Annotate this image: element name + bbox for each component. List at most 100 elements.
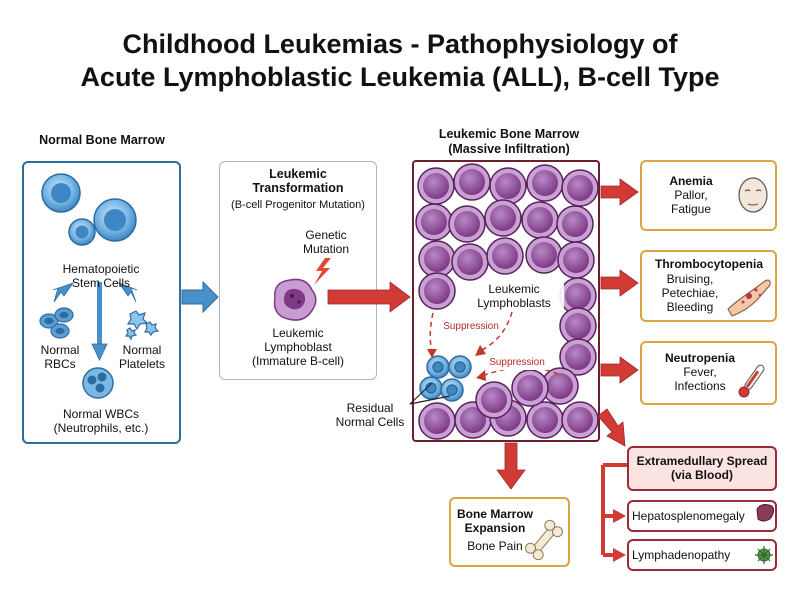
hepatosplenomegaly-box bbox=[627, 500, 777, 532]
leukemic-cell-nucleus bbox=[481, 387, 507, 413]
bone-marrow-expansion-title-line1: Bone Marrow bbox=[456, 507, 533, 521]
extramedullary-connector bbox=[601, 463, 627, 557]
leukemic-cell-nucleus bbox=[460, 407, 486, 433]
leukemic-cells-cluster bbox=[415, 163, 599, 440]
wbc-icon bbox=[82, 367, 114, 399]
wbc-label-line2: (Neutrophils, etc.) bbox=[53, 421, 149, 435]
wbc-label-line1: Normal WBCs bbox=[62, 407, 139, 421]
leukemic-cell-nucleus bbox=[423, 173, 449, 199]
leukemic-cell-nucleus bbox=[454, 211, 480, 237]
bruised-arm-icon bbox=[727, 279, 771, 317]
transformation-heading-line1: Leukemic bbox=[269, 167, 327, 181]
transformation-subheading: (B-cell Progenitor Mutation) bbox=[231, 199, 365, 211]
leukemic-cell-nucleus bbox=[517, 375, 543, 401]
leukemic-cell-nucleus bbox=[457, 249, 483, 275]
platelets-icon bbox=[124, 310, 160, 341]
liver-spleen-icon bbox=[756, 504, 775, 522]
leukemic-cell-nucleus bbox=[527, 207, 553, 233]
thrombocytopenia-symptom-2: Petechiae, bbox=[661, 286, 719, 300]
anemia-text: Anemia Pallor, Fatigue bbox=[643, 174, 739, 216]
lightning-icon bbox=[314, 258, 331, 285]
leukemic-cell-nucleus bbox=[565, 283, 591, 309]
residual-pointer-lines bbox=[409, 382, 451, 405]
leukemic-cell-nucleus bbox=[562, 211, 588, 237]
leukemic-cell-nucleus bbox=[532, 407, 558, 433]
rbc-label: Normal RBCs bbox=[28, 343, 92, 371]
stem-cells-label-line1: Hematopoietic bbox=[62, 262, 140, 276]
rbc-icon bbox=[39, 307, 74, 339]
leukemic-cell-nucleus bbox=[563, 247, 589, 273]
leukemic-cell-nucleus bbox=[424, 246, 450, 272]
extramedullary-arrowheads bbox=[613, 509, 626, 562]
leukemic-cell-nucleus bbox=[565, 313, 591, 339]
arrow-normal-to-transformation bbox=[181, 280, 219, 314]
normal-marrow-heading: Normal Bone Marrow bbox=[39, 133, 165, 147]
thrombocytopenia-symptom-1: Bruising, bbox=[666, 272, 714, 286]
genetic-mutation-label: Genetic Mutation bbox=[286, 228, 366, 256]
rbc-label-line1: Normal bbox=[40, 343, 80, 357]
transformation-panel bbox=[219, 161, 377, 380]
leukemic-marrow-heading-line2: (Massive Infiltration) bbox=[448, 142, 570, 156]
suppression-label-1: Suppression bbox=[440, 320, 502, 334]
leukemic-lymphoblast-label: Leukemic Lymphoblast (Immature B-cell) bbox=[232, 326, 364, 368]
lymphadenopathy-label: Lymphadenopathy bbox=[632, 548, 731, 562]
leukemic-cell-nucleus bbox=[490, 205, 516, 231]
leukemic-lymphoblast-label-line1: Leukemic bbox=[272, 326, 324, 340]
leukemic-marrow-heading-line1: Leukemic Bone Marrow bbox=[438, 127, 580, 141]
bone-marrow-expansion-text: Bone Marrow Expansion Bone Pain bbox=[451, 507, 539, 553]
leukemic-cell-nucleus bbox=[567, 407, 593, 433]
transformation-heading: Leukemic Transformation bbox=[222, 167, 374, 195]
neutropenia-text: Neutropenia Fever, Infections bbox=[652, 351, 748, 393]
leukemic-cell-nucleus bbox=[567, 175, 593, 201]
neutropenia-title: Neutropenia bbox=[664, 351, 735, 365]
leukemic-lymphoblasts-label-line1: Leukemic bbox=[488, 282, 540, 296]
leukemic-cell-nucleus bbox=[459, 169, 485, 195]
anemia-title: Anemia bbox=[669, 174, 713, 188]
anemia-symptom-2: Fatigue bbox=[670, 202, 712, 216]
leukemic-marrow-heading: Leukemic Bone Marrow (Massive Infiltrati… bbox=[404, 127, 614, 157]
residual-normal-cells-label: Residual Normal Cells bbox=[328, 401, 412, 429]
thrombocytopenia-symptom-3: Bleeding bbox=[666, 300, 714, 314]
leukemic-cell-nucleus bbox=[492, 243, 518, 269]
stem-cells-label: Hematopoietic Stem Cells bbox=[40, 262, 162, 290]
transformation-heading-line2: Transformation bbox=[252, 181, 344, 195]
neutropenia-symptom-2: Infections bbox=[674, 379, 726, 393]
platelets-label-line1: Normal bbox=[122, 343, 162, 357]
stem-cells-icon bbox=[41, 173, 137, 246]
suppression-label-2: Suppression bbox=[486, 356, 548, 370]
leukemic-cell-nucleus bbox=[424, 278, 450, 304]
leukemic-cell-nucleus bbox=[531, 242, 557, 268]
extramedullary-spread-title-line1: Extramedullary Spread bbox=[636, 454, 768, 468]
suppression-arrowheads bbox=[427, 345, 486, 381]
lymphadenopathy-box bbox=[627, 539, 777, 571]
platelets-label-line2: Platelets bbox=[118, 357, 166, 371]
leukemic-lymphoblast-label-line3: (Immature B-cell) bbox=[251, 354, 344, 368]
differentiation-arrows bbox=[52, 282, 138, 361]
hepatosplenomegaly-label: Hepatosplenomegaly bbox=[632, 509, 745, 523]
pale-face-icon bbox=[738, 177, 768, 213]
thrombocytopenia-box bbox=[640, 250, 777, 322]
arrow-transformation-to-marrow bbox=[327, 281, 411, 313]
leukemic-cell-nucleus bbox=[547, 373, 573, 399]
platelets-label: Normal Platelets bbox=[110, 343, 174, 371]
page-title-line1: Childhood Leukemias - Pathophysiology of bbox=[122, 29, 678, 59]
leukemic-lymphoblast-icon bbox=[273, 278, 317, 321]
thrombocytopenia-title: Thrombocytopenia bbox=[654, 257, 763, 271]
leukemic-cell-nucleus bbox=[532, 170, 558, 196]
extramedullary-spread-box bbox=[627, 446, 777, 491]
residual-normal-cells-icon bbox=[419, 355, 472, 402]
bone-pain-label: Bone Pain bbox=[467, 539, 523, 553]
residual-normal-cells-label-line2: Normal Cells bbox=[335, 415, 405, 429]
thrombocytopenia-symptoms: Bruising, Petechiae, Bleeding bbox=[650, 272, 730, 314]
anemia-symptom-1: Pallor, bbox=[674, 188, 708, 202]
genetic-mutation-label-line1: Genetic bbox=[305, 228, 347, 242]
genetic-mutation-label-line2: Mutation bbox=[302, 242, 350, 256]
wbc-label: Normal WBCs (Neutrophils, etc.) bbox=[34, 407, 168, 435]
residual-normal-cells-label-line1: Residual bbox=[346, 401, 394, 415]
leukemic-lymphoblasts-label-line2: Lymphoblasts bbox=[477, 296, 551, 310]
leukemic-cell-nucleus bbox=[565, 344, 591, 370]
bone-marrow-expansion-title-line2: Expansion bbox=[464, 521, 526, 535]
stem-cells-label-line2: Stem Cells bbox=[71, 276, 130, 290]
rbc-label-line2: RBCs bbox=[44, 357, 76, 371]
